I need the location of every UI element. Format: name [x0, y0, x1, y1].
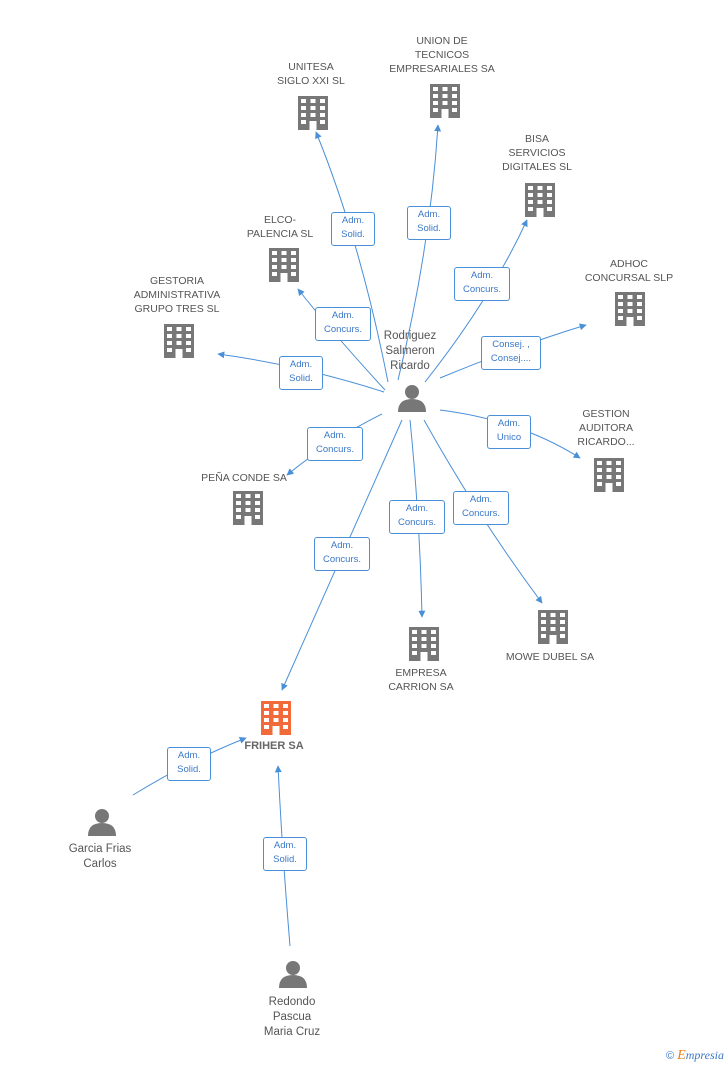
company-label-union-tecnicos[interactable]: UNION DE TECNICOS EMPRESARIALES SA — [389, 35, 495, 75]
edge-union-tecnicos — [397, 124, 442, 381]
company-label-gestion-auditora[interactable]: GESTION AUDITORA RICARDO... — [577, 408, 635, 448]
building-icon[interactable] — [164, 324, 194, 358]
role-badge-gestion-auditora[interactable]: Adm. Unico — [487, 415, 531, 449]
role-badge-union-tecnicos[interactable]: Adm. Solid. — [407, 206, 451, 240]
company-label-elco[interactable]: ELCO- PALENCIA SL — [246, 214, 314, 240]
company-label-pena-conde[interactable]: PEÑA CONDE SA — [201, 472, 287, 484]
role-badge-pena-conde[interactable]: Adm. Concurs. — [307, 427, 363, 461]
role-badge-bisa[interactable]: Adm. Concurs. — [454, 267, 510, 301]
building-icon[interactable] — [269, 248, 299, 282]
building-icon[interactable] — [298, 96, 328, 130]
person-label-rodriguez[interactable]: Rodriguez Salmeron Ricardo — [383, 330, 437, 372]
company-label-empresa-carrion[interactable]: EMPRESA CARRION SA — [388, 667, 454, 693]
edge-unitesa — [315, 131, 389, 383]
person-icon[interactable] — [398, 385, 426, 412]
role-badge-adhoc[interactable]: Consej. , Consej.... — [481, 336, 541, 370]
role-badge-unitesa[interactable]: Adm. Solid. — [331, 212, 375, 246]
building-icon[interactable] — [525, 183, 555, 217]
company-label-adhoc[interactable]: ADHOC CONCURSAL SLP — [584, 258, 674, 284]
role-badge-mowe-dubel[interactable]: Adm. Concurs. — [453, 491, 509, 525]
building-icon[interactable] — [615, 292, 645, 326]
role-badge-garcia[interactable]: Adm. Solid. — [167, 747, 211, 781]
role-badge-empresa-carrion[interactable]: Adm. Concurs. — [389, 500, 445, 534]
company-label-gestoria[interactable]: GESTORIA ADMINISTRATIVA GRUPO TRES SL — [133, 275, 221, 315]
building-icon-main[interactable] — [261, 701, 291, 735]
building-icon[interactable] — [409, 627, 439, 661]
brand-logo-text: mpresia — [685, 1048, 724, 1062]
person-label-redondo[interactable]: Redondo Pascua Maria Cruz — [263, 996, 321, 1038]
brand-footer[interactable]: © Empresia — [666, 1048, 724, 1064]
person-icon[interactable] — [279, 961, 307, 988]
building-icon[interactable] — [233, 491, 263, 525]
company-label-friher[interactable]: FRIHER SA — [244, 740, 304, 752]
building-icon[interactable] — [538, 610, 568, 644]
role-badge-elco[interactable]: Adm. Concurs. — [315, 307, 371, 341]
copyright-symbol: © — [666, 1050, 675, 1062]
role-badge-gestoria[interactable]: Adm. Solid. — [279, 356, 323, 390]
person-label-garcia[interactable]: Garcia Frias Carlos — [68, 843, 132, 870]
person-icon[interactable] — [88, 809, 116, 836]
role-badge-friher[interactable]: Adm. Concurs. — [314, 537, 370, 571]
building-icon[interactable] — [430, 84, 460, 118]
company-label-unitesa[interactable]: UNITESA SIGLO XXI SL — [277, 61, 345, 87]
brand-logo-initial: E — [677, 1048, 686, 1063]
company-label-bisa[interactable]: BISA SERVICIOS DIGITALES SL — [502, 133, 572, 173]
role-badge-redondo[interactable]: Adm. Solid. — [263, 837, 307, 871]
building-icon[interactable] — [594, 458, 624, 492]
company-label-mowe-dubel[interactable]: MOWE DUBEL SA — [505, 651, 595, 663]
